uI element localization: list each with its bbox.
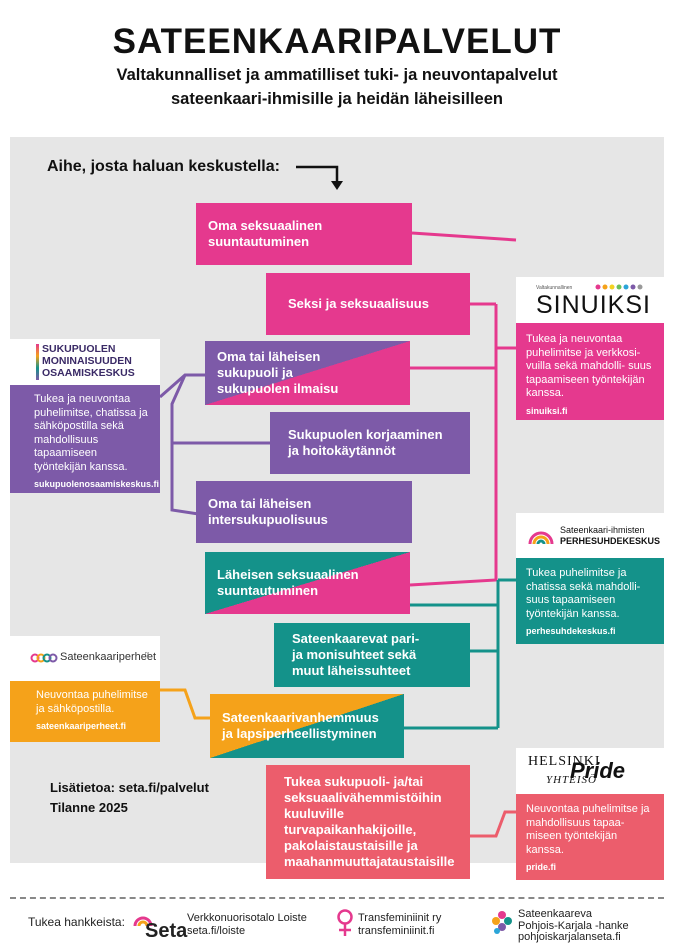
supporters-label: Tukea hankkeista: [28,915,125,929]
topic-label: ja hoitokäytännöt [288,443,396,458]
smo-logo-line: MONINAISUUDEN [42,355,132,367]
flower-icon [492,911,512,934]
seta-rainbow-icon [133,916,153,927]
smo-logo-line: OSAAMISKESKUS [42,367,135,379]
sateenkaariperheet-logo: Sateenkaariperheet ry [10,636,160,681]
perhesuhde-logo-line: Sateenkaari-ihmisten [560,525,645,535]
topic-label: Sukupuolen korjaaminen [288,427,443,442]
rainbow-bar-icon [36,344,39,380]
sateenkaariperheet-info-card: Neuvontaa puhelimitse ja sähköpostilla. … [10,681,160,742]
smo-text: Tukea ja neuvontaa puhelimitse, chatissa… [34,393,148,473]
supporter-line: Pohjois-Karjala -hanke [518,919,629,932]
prompt-arrow-icon [296,165,343,190]
sinuiksi-text: Tukea ja neuvontaa puhelimitse ja verkko… [526,333,652,399]
topic-label: Oma tai läheisen [208,496,312,511]
topic-label: seksuaalivähemmistöihin [284,790,442,805]
topic-label: sukupuolen ilmaisu [217,381,339,396]
sateenkaariperheet-logo-mark: ry [145,651,150,657]
seta-logo-text: Seta [145,920,188,942]
smo-logo: SUKUPUOLEN MONINAISUUDEN OSAAMISKESKUS [10,339,160,385]
supporter-transfeminiinit: Transfeminiinit ry transfeminiinit.fi [358,912,441,938]
sinuiksi-logo-small: Valtakunnallinen [536,285,573,291]
supporter-line: Sateenkaareva [518,908,592,920]
perhesuhde-url[interactable]: perhesuhdekeskus.fi [526,626,616,636]
pride-url[interactable]: pride.fi [526,862,557,872]
topic-label: Oma tai läheisen [217,349,321,364]
rainbow-arch-icon [528,531,554,545]
pride-info-card: Neuvontaa puhelimitse ja mahdollisuus ta… [516,794,664,880]
topic-label: suuntautuminen [217,583,319,598]
topic-label: ja monisuhteet sekä [292,647,417,662]
female-symbol-icon [337,909,353,936]
supporter-line: Verkkonuorisotalo Loiste [187,912,307,924]
perhesuhdekeskus-logo: Sateenkaari-ihmisten PERHESUHDEKESKUS [516,513,664,558]
topic-prompt: Aihe, josta haluan keskustella: [47,158,280,175]
topic-label: Oma seksuaalinen [208,218,323,233]
supporter-pohjois-karjala: Sateenkaareva Pohjois-Karjala -hanke poh… [518,908,629,944]
topic-label: suuntautuminen [208,234,310,249]
page-title: SATEENKAARIPALVELUT [112,22,562,61]
topic-label: muut läheissuhteet [292,663,411,678]
supporter-link[interactable]: transfeminiinit.fi [358,925,435,937]
subtitle-line-1: Valtakunnalliset ja ammatilliset tuki- j… [116,66,558,84]
sinuiksi-logo-name: SINUIKSI [536,291,651,319]
pride-logo-line: YHTEISÖ [546,774,598,786]
perhesuhde-logo-line: PERHESUHDEKESKUS [560,536,661,546]
supporter-link[interactable]: pohjoiskarjalanseta.fi [518,931,621,943]
topic-label: Seksi ja seksuaalisuus [288,296,429,311]
sateenkaariperheet-text: Neuvontaa puhelimitse ja sähköpostilla. [36,689,148,715]
topic-label: pakolaistaustaisille ja [284,838,418,853]
topic-label: kuuluville [284,806,344,821]
sateenkaariperheet-logo-name: Sateenkaariperheet [60,651,157,663]
topic-asylum-seekers[interactable]: Tukea sukupuoli- ja/tai seksuaalivähemmi… [266,765,470,879]
helsinki-pride-logo: HELSINKI Pride YHTEISÖ [516,748,664,794]
colored-dots-icon [595,284,643,290]
pride-logo-line: HELSINKI [528,754,601,769]
pride-text: Neuvontaa puhelimitse ja mahdollisuus ta… [526,803,650,856]
perhesuhde-text: Tukea puhelimitse ja chatissa sekä mahdo… [526,567,641,620]
subtitle-line-2: sateenkaari-ihmisille ja heidän läheisil… [171,90,503,108]
sinuiksi-url[interactable]: sinuiksi.fi [526,405,568,416]
smo-url[interactable]: sukupuolenosaamiskeskus.fi [34,479,160,489]
more-info-link[interactable]: Lisätietoa: seta.fi/palvelut [50,780,209,795]
perhesuhdekeskus-info-card: Tukea puhelimitse ja chatissa sekä mahdo… [516,558,664,644]
topic-label: Sateenkaarivanhemmuus [222,710,379,725]
footer-divider [10,897,664,899]
smo-info-card: Tukea ja neuvontaa puhelimitse, chatissa… [10,385,160,493]
sinuiksi-info-card: Tukea ja neuvontaa puhelimitse ja verkko… [516,323,664,420]
topic-label: ja lapsiperheellistyminen [222,726,377,741]
sateenkaariperheet-url[interactable]: sateenkaariperheet.fi [36,721,127,731]
topic-label: turvapaikanhakijoille, [284,822,417,837]
linked-rings-icon [30,653,58,663]
smo-logo-line: SUKUPUOLEN [42,343,116,355]
topic-label: maahanmuuttajataustaisille [284,854,455,869]
supporter-link[interactable]: seta.fi/loiste [187,925,246,937]
topic-sex-and-sexuality[interactable]: Seksi ja seksuaalisuus [266,273,470,335]
supporter-line: Transfeminiinit ry [358,912,442,924]
pride-logo-word: Pride [570,758,626,783]
supporter-loiste: Verkkonuorisotalo Loiste seta.fi/loiste [187,912,307,938]
status-year: Tilanne 2025 [50,800,128,815]
topic-label: Sateenkaarevat pari- [292,631,420,646]
topic-label: Läheisen seksuaalinen [217,567,359,582]
topic-label: sukupuoli ja [217,365,293,380]
topic-label: Tukea sukupuoli- ja/tai [284,774,424,789]
topic-label: intersukupuolisuus [208,512,328,527]
